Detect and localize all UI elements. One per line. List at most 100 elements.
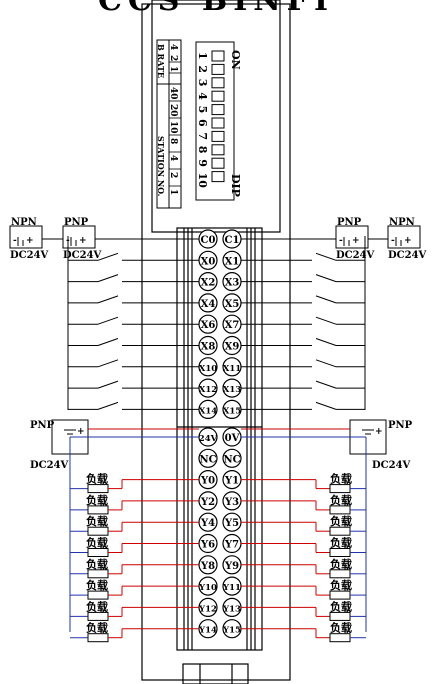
switch-contact [97, 359, 119, 368]
b-rate-value: 4 [168, 44, 178, 50]
svg-text:Y12: Y12 [198, 604, 217, 614]
terminal-y4: Y4 [198, 512, 218, 532]
pnp-sensor-right-type: PNP [337, 217, 362, 228]
dip-switch-1 [211, 50, 225, 62]
svg-text:X6: X6 [201, 320, 216, 331]
svg-text:Y6: Y6 [200, 540, 215, 551]
dip-number: 8 [196, 146, 209, 154]
terminal-x6: X6 [198, 314, 218, 334]
dip-number: 5 [196, 106, 209, 114]
terminal-x9: X9 [222, 335, 242, 356]
svg-text:X5: X5 [225, 299, 240, 310]
terminal-y11: Y11 [222, 576, 242, 596]
dip-number: 1 [196, 52, 209, 60]
load-resistor [87, 505, 109, 515]
dip-number: 2 [196, 65, 209, 73]
dip-number: 6 [196, 119, 209, 127]
switch-contact [315, 359, 337, 368]
terminal-y14: Y14 [198, 619, 218, 639]
svg-text:X12: X12 [199, 385, 218, 395]
pnp-sensor-right [335, 225, 369, 249]
dc24v-label: DC24V [388, 250, 427, 261]
load-resistor [329, 633, 351, 643]
terminal-y7: Y7 [222, 533, 242, 554]
switch-contact [315, 252, 337, 261]
dip-switch-3 [211, 77, 225, 89]
load-resistor [87, 484, 109, 494]
load-label: 负载 [330, 493, 352, 507]
station-label: STATION NO. [156, 136, 166, 197]
dip-label: DIP [229, 174, 242, 197]
station-value: 8 [168, 138, 178, 144]
terminal-y0: Y0 [198, 470, 218, 490]
terminal-x5: X5 [222, 293, 242, 313]
svg-text:X10: X10 [199, 364, 218, 374]
svg-text:X7: X7 [225, 320, 240, 331]
svg-text:Y14: Y14 [198, 626, 217, 636]
header-text: CCS BINFI [98, 0, 334, 18]
load-resistor [329, 505, 351, 515]
minus-sign: - [391, 236, 395, 246]
module-body [141, 0, 291, 684]
station-value: 40 [168, 87, 178, 100]
load-label: 负载 [86, 557, 108, 571]
plus-sign: + [375, 427, 383, 437]
dip-number: 9 [196, 159, 209, 167]
terminal-nc: NC [222, 448, 242, 468]
terminal-x2: X2 [198, 272, 218, 292]
terminal-y10: Y10 [198, 576, 218, 596]
dc24v-label: DC24V [30, 460, 69, 471]
dip-switch-7 [211, 130, 225, 142]
plus-sign: + [26, 236, 34, 246]
load-label: 负载 [330, 536, 352, 550]
switch-contact [315, 401, 337, 410]
terminal-x15: X15 [222, 399, 242, 419]
npn-sensor-left [9, 225, 43, 249]
svg-text:Y9: Y9 [224, 561, 239, 572]
load-label: 负载 [86, 472, 108, 486]
station-value: 10 [168, 121, 178, 134]
plus-sign: + [404, 236, 412, 246]
svg-text:X15: X15 [223, 406, 242, 416]
dip-switch-2 [211, 63, 225, 75]
svg-text:X0: X0 [201, 256, 216, 267]
b-rate-label: B RATE [156, 44, 166, 78]
switch-contact [97, 316, 119, 325]
dip-switch-6 [211, 117, 225, 129]
terminal-y8: Y8 [198, 555, 218, 575]
npn-sensor-left-type: NPN [11, 217, 37, 228]
load-label: 负载 [330, 578, 352, 592]
terminal-nc: NC [198, 448, 218, 468]
load-label: 负载 [330, 621, 352, 635]
svg-text:Y15: Y15 [222, 626, 241, 636]
load-resistor [329, 526, 351, 536]
switch-contact [97, 274, 119, 283]
terminal-x3: X3 [222, 272, 242, 292]
load-resistor [87, 569, 109, 579]
svg-text:0V: 0V [225, 433, 240, 444]
svg-text:24V: 24V [199, 434, 218, 444]
load-label: 负载 [330, 599, 352, 613]
terminal-y2: Y2 [198, 491, 218, 511]
dip-number: 10 [196, 173, 209, 189]
terminal-y9: Y9 [222, 555, 242, 575]
terminal-x4: X4 [198, 293, 218, 313]
terminal-x11: X11 [222, 357, 242, 377]
svg-text:Y13: Y13 [222, 604, 241, 614]
switch-contact [315, 380, 337, 389]
svg-text:Y1: Y1 [224, 476, 239, 487]
load-resistor [329, 611, 351, 621]
terminal-y1: Y1 [222, 470, 242, 490]
dc24v-label: DC24V [10, 250, 49, 261]
svg-text:X4: X4 [201, 299, 216, 310]
load-resistor [87, 611, 109, 621]
dc24v-label: DC24V [336, 250, 375, 261]
terminal-y3: Y3 [222, 491, 242, 511]
terminal-x1: X1 [222, 250, 242, 270]
terminal-x0: X0 [198, 250, 218, 270]
plus-sign: + [352, 236, 360, 246]
load-resistor [329, 548, 351, 557]
